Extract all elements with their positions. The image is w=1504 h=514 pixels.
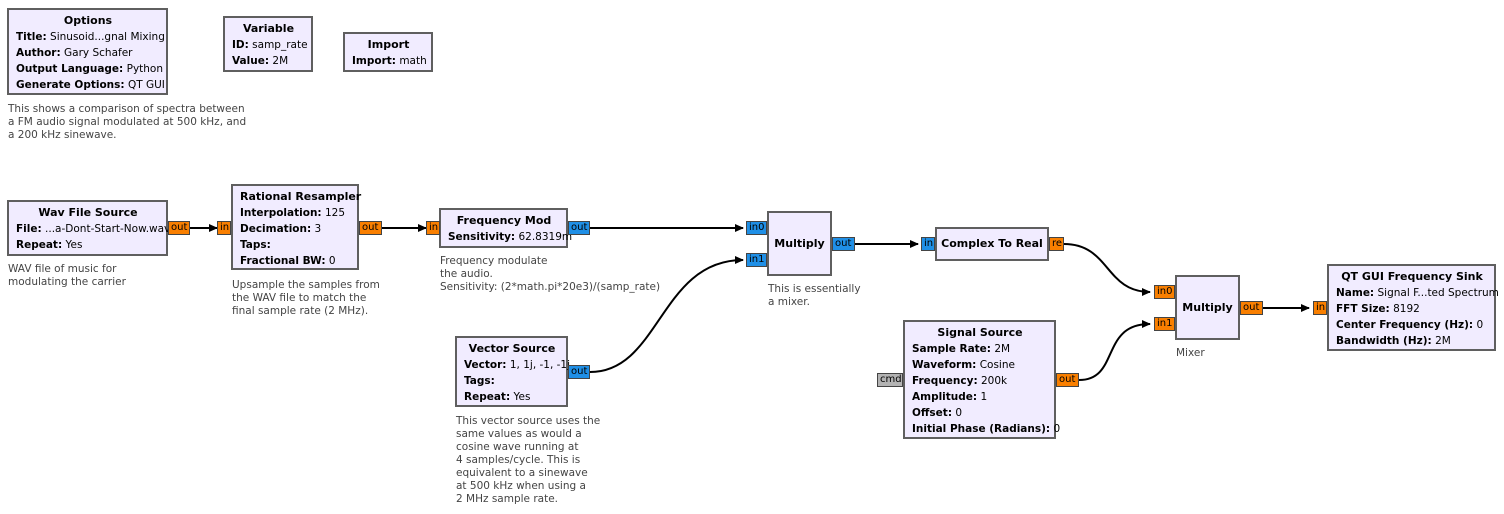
param-file: File: ...a-Dont-Start-Now.wav: [16, 223, 171, 235]
param-vector: Vector: 1, 1j, -1, -1j: [464, 359, 571, 371]
vector-source-block[interactable]: Vector Source Vector: 1, 1j, -1, -1j Tag…: [455, 336, 571, 407]
param-frequency: Frequency: 200k: [912, 375, 1008, 387]
frequency-mod-block[interactable]: Frequency Mod Sensitivity: 62.8319m: [439, 208, 573, 248]
param-name: Name: Signal F...ted Spectrum: [1336, 287, 1499, 299]
param-waveform: Waveform: Cosine: [912, 359, 1015, 371]
block-title: Variable: [242, 22, 295, 35]
block-title: Frequency Mod: [456, 214, 552, 227]
wire-c2r-to-mult2-in0[interactable]: [1063, 243, 1151, 296]
param-author: Author: Gary Schafer: [16, 47, 133, 59]
param-output-language: Output Language: Python: [16, 63, 164, 75]
multiply-1-in0-port[interactable]: in0: [746, 221, 767, 235]
param-offset: Offset: 0: [912, 407, 963, 419]
multiply-1-in1-port[interactable]: in1: [746, 253, 767, 267]
block-title: Multiply: [774, 237, 825, 250]
param-sensitivity: Sensitivity: 62.8319m: [448, 231, 573, 243]
multiply-1-out-port[interactable]: out: [832, 237, 855, 251]
fmod-comment: Frequency modulate the audio. Sensitivit…: [440, 255, 661, 293]
block-title: Signal Source: [937, 326, 1023, 339]
multiply-1-comment: This is essentially a mixer.: [768, 283, 861, 308]
param-fractional-bw: Fractional BW: 0: [240, 255, 336, 267]
param-tags: Tags:: [464, 375, 495, 387]
wav-out-port[interactable]: out: [168, 221, 190, 235]
param-value: Value: 2M: [232, 55, 289, 67]
rational-resampler-block[interactable]: Rational Resampler Interpolation: 125 De…: [231, 184, 362, 270]
block-title: Multiply: [1182, 301, 1233, 314]
signal-out-port[interactable]: out: [1056, 373, 1079, 387]
param-taps: Taps:: [240, 239, 271, 251]
options-comment: This shows a comparison of spectra betwe…: [8, 103, 247, 141]
c2r-in-port[interactable]: in: [921, 237, 935, 251]
param-id: ID: samp_rate: [232, 39, 308, 51]
param-title: Title: Sinusoid...gnal Mixing: [16, 31, 165, 43]
sink-in-port[interactable]: in: [1313, 301, 1327, 315]
resampler-in-port[interactable]: in: [217, 221, 231, 235]
param-sample-rate: Sample Rate: 2M: [912, 343, 1011, 355]
param-repeat: Repeat: Yes: [16, 239, 83, 251]
variable-block[interactable]: Variable ID: samp_rate Value: 2M: [223, 16, 313, 72]
wav-comment: WAV file of music for modulating the car…: [8, 263, 126, 288]
param-bandwidth: Bandwidth (Hz): 2M: [1336, 335, 1451, 347]
vector-out-port[interactable]: out: [568, 365, 590, 379]
block-title: Complex To Real: [941, 237, 1043, 250]
param-interpolation: Interpolation: 125: [240, 207, 346, 219]
block-title: Options: [63, 14, 113, 27]
param-repeat: Repeat: Yes: [464, 391, 531, 403]
fmod-out-port[interactable]: out: [568, 221, 590, 235]
block-title: Rational Resampler: [240, 190, 362, 203]
import-block[interactable]: Import Import: math: [343, 32, 433, 72]
qt-gui-frequency-sink-block[interactable]: QT GUI Frequency Sink Name: Signal F...t…: [1327, 264, 1499, 351]
block-title: Import: [367, 38, 410, 51]
signal-source-block[interactable]: Signal Source Sample Rate: 2M Waveform: …: [903, 320, 1061, 439]
c2r-re-port[interactable]: re: [1049, 237, 1064, 251]
param-decimation: Decimation: 3: [240, 223, 322, 235]
param-initial-phase: Initial Phase (Radians): 0: [912, 423, 1061, 435]
multiply-2-in0-port[interactable]: in0: [1154, 285, 1175, 299]
wav-file-source-block[interactable]: Wav File Source File: ...a-Dont-Start-No…: [7, 200, 171, 256]
block-title: QT GUI Frequency Sink: [1341, 270, 1483, 283]
param-center-frequency: Center Frequency (Hz): 0: [1336, 319, 1484, 331]
signal-cmd-port[interactable]: cmd: [877, 373, 903, 387]
wire-vector-to-mult1-in1[interactable]: [589, 256, 744, 373]
multiply-1-block[interactable]: Multiply: [767, 211, 832, 276]
multiply-2-in1-port[interactable]: in1: [1154, 317, 1175, 331]
wire-sig-to-mult2-in1[interactable]: [1078, 320, 1151, 381]
complex-to-real-block[interactable]: Complex To Real: [935, 227, 1049, 261]
block-title: Vector Source: [468, 342, 556, 355]
multiply-2-comment: Mixer: [1176, 347, 1205, 359]
param-amplitude: Amplitude: 1: [912, 391, 988, 403]
param-fft-size: FFT Size: 8192: [1336, 303, 1420, 315]
param-generate-options: Generate Options: QT GUI: [16, 79, 165, 91]
fmod-in-port[interactable]: in: [426, 221, 440, 235]
block-title: Wav File Source: [38, 206, 138, 219]
resampler-comment: Upsample the samples from the WAV file t…: [232, 279, 380, 317]
param-import: Import: math: [352, 55, 427, 67]
vector-comment: This vector source uses the same values …: [456, 415, 601, 505]
options-block[interactable]: Options Title: Sinusoid...gnal Mixing Au…: [7, 8, 168, 95]
multiply-2-block[interactable]: Multiply: [1175, 275, 1240, 340]
resampler-out-port[interactable]: out: [359, 221, 382, 235]
multiply-2-out-port[interactable]: out: [1240, 301, 1263, 315]
